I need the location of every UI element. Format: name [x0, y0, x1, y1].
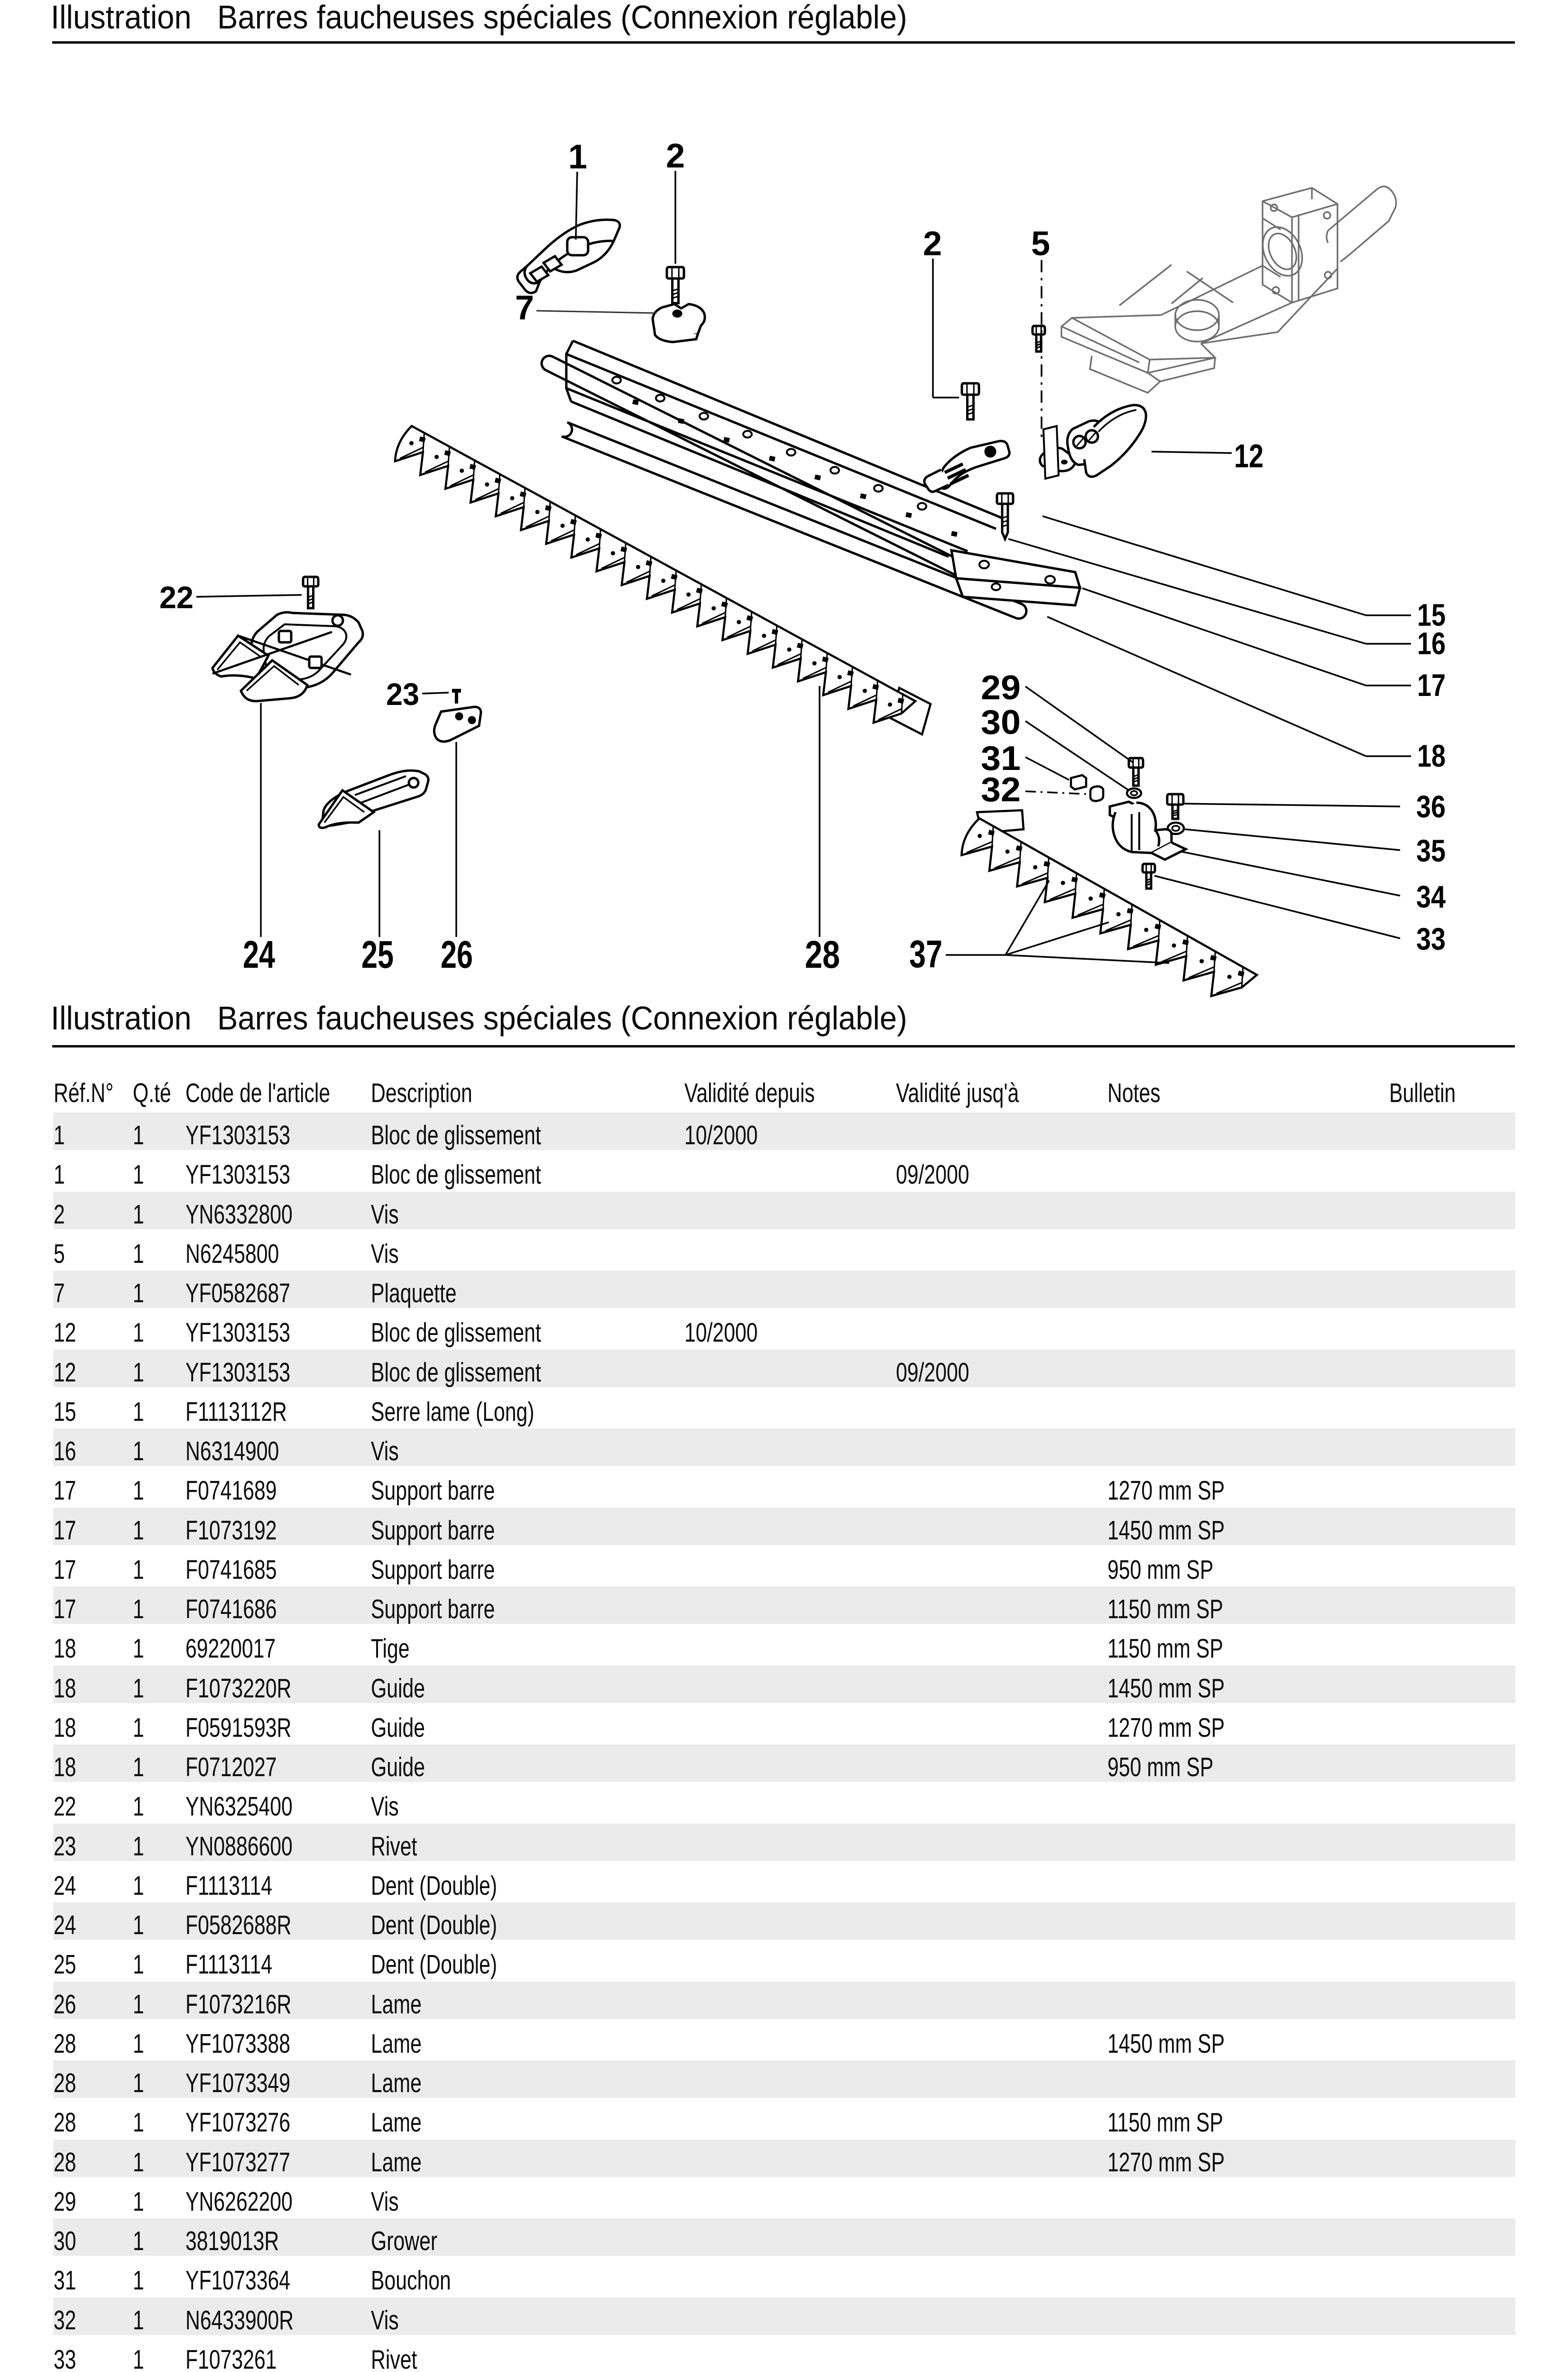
- svg-text:26: 26: [441, 933, 473, 976]
- svg-text:37: 37: [909, 933, 942, 976]
- svg-text:18: 18: [1417, 738, 1446, 773]
- svg-text:5: 5: [1031, 225, 1050, 263]
- svg-text:24: 24: [243, 933, 275, 976]
- svg-text:17: 17: [1417, 667, 1446, 703]
- svg-text:2: 2: [923, 225, 942, 263]
- svg-text:16: 16: [1417, 626, 1446, 661]
- svg-text:36: 36: [1416, 789, 1446, 824]
- svg-text:12: 12: [1234, 437, 1264, 474]
- svg-text:7: 7: [515, 289, 534, 327]
- svg-text:35: 35: [1416, 833, 1446, 868]
- svg-text:25: 25: [361, 933, 394, 976]
- svg-text:33: 33: [1416, 921, 1446, 956]
- svg-text:31: 31: [981, 740, 1021, 778]
- svg-text:22: 22: [159, 580, 194, 615]
- svg-text:28: 28: [805, 933, 840, 976]
- svg-text:34: 34: [1416, 879, 1446, 914]
- svg-text:15: 15: [1417, 597, 1446, 632]
- svg-text:23: 23: [386, 676, 419, 712]
- svg-text:32: 32: [981, 771, 1021, 809]
- svg-text:1: 1: [568, 138, 587, 176]
- svg-text:30: 30: [981, 704, 1021, 741]
- svg-text:29: 29: [981, 669, 1021, 707]
- svg-text:2: 2: [666, 137, 685, 175]
